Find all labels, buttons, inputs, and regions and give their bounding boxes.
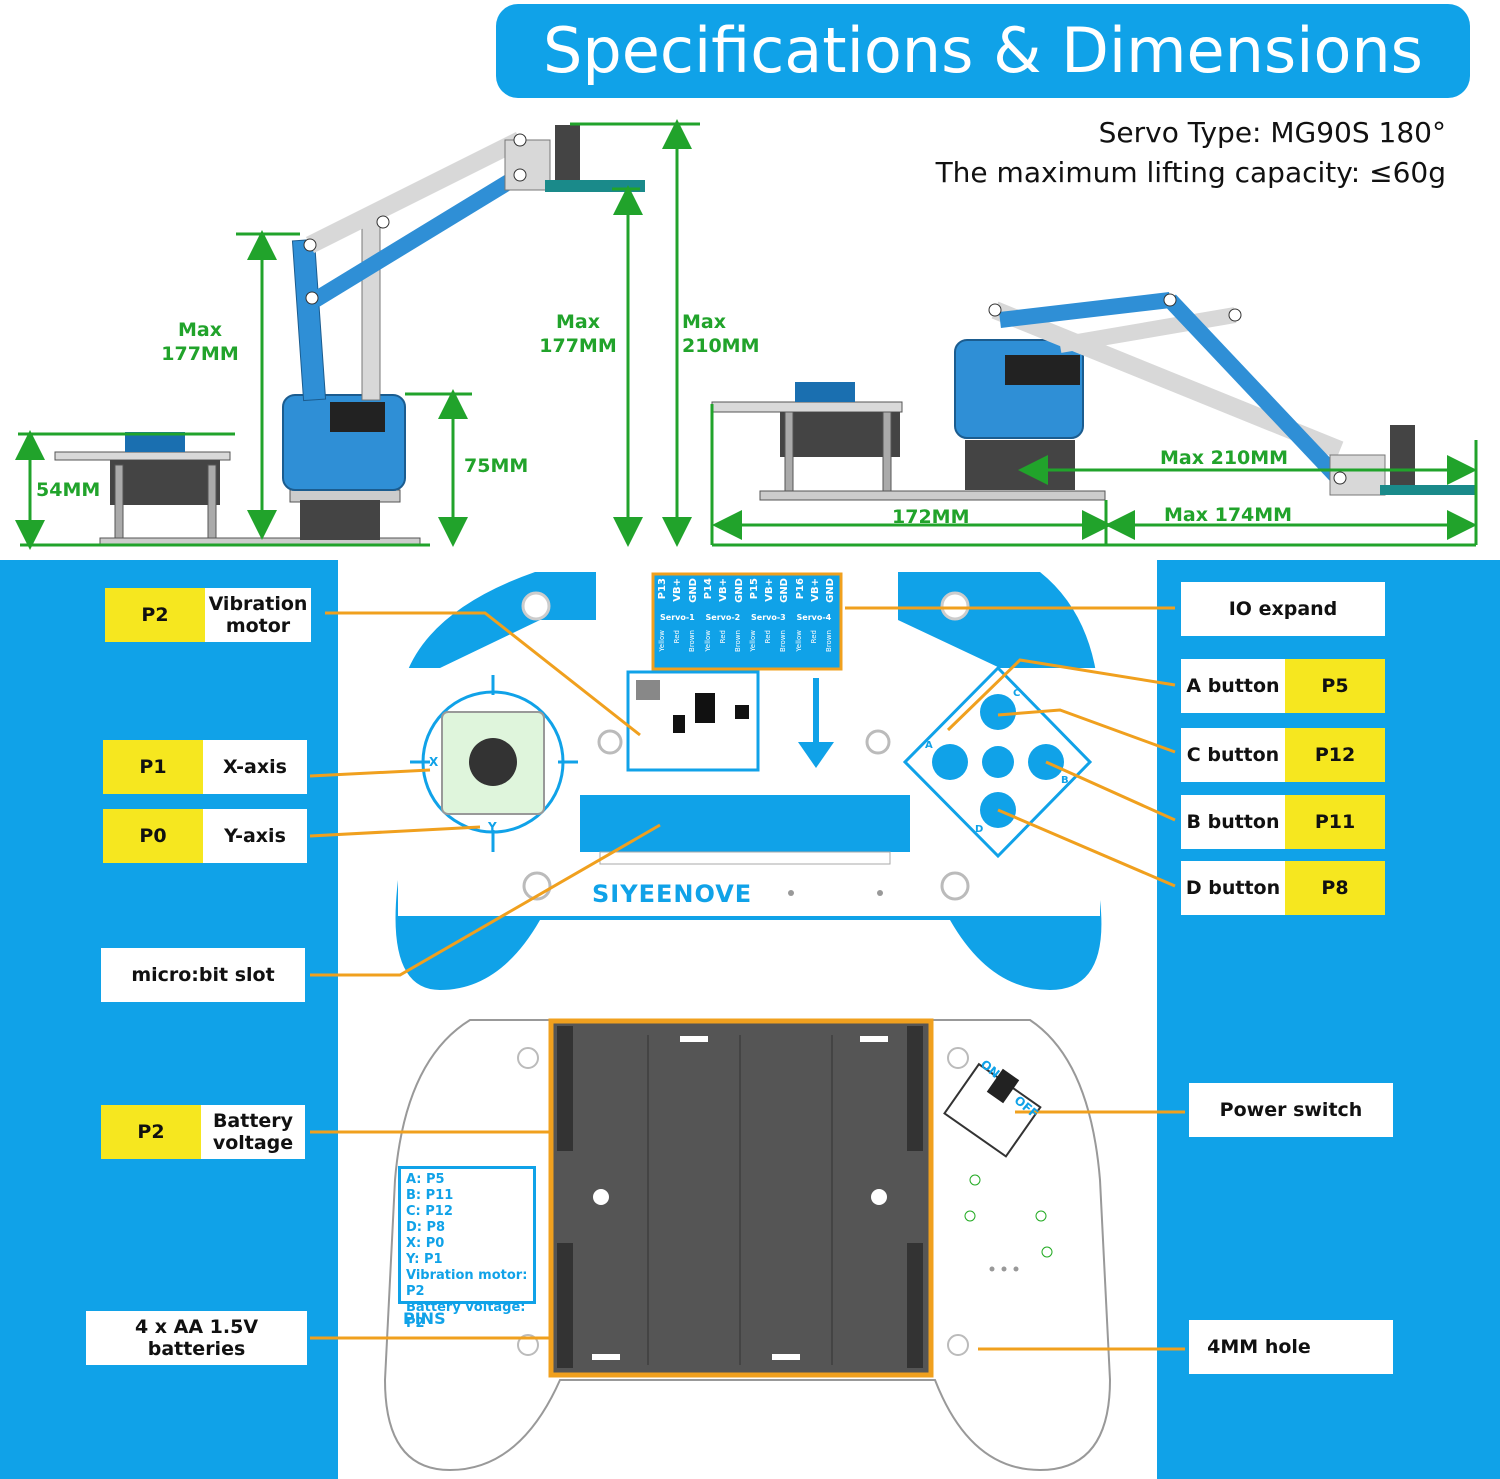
pins-list-item: A: P5 [406, 1172, 445, 1187]
header-pin-label: P16 [794, 578, 806, 600]
pins-list-item: B: P11 [406, 1188, 454, 1203]
label-pin: P8 [1285, 861, 1385, 915]
lifting-capacity-text: The maximum lifting capacity: ≤60g [935, 156, 1446, 189]
brand-label: SIYEENOVE [592, 880, 753, 908]
label-io-expand: IO expand [1181, 582, 1385, 636]
pins-list-item: Battery voltage: P2 [406, 1300, 526, 1331]
label-text: D button [1185, 877, 1281, 899]
label-text: C button [1186, 744, 1280, 766]
label-text: X-axis [223, 756, 287, 778]
servo-wire-label: Brown [779, 630, 787, 652]
label-y-axis: P0 Y-axis [103, 809, 307, 863]
label-c-button: C button P12 [1181, 728, 1385, 782]
label-pin: P2 [101, 1105, 201, 1159]
button-letter-label: D [975, 824, 984, 835]
servo-wire-label: Red [673, 630, 681, 644]
servo-label: Servo-3 [751, 613, 786, 622]
servo-wire-label: Red [809, 630, 818, 644]
header-pin-label: GND [825, 578, 837, 603]
axis-letter-label: X [429, 755, 439, 769]
servo-wire-label: Brown [733, 630, 742, 652]
header-pin-label: P14 [702, 578, 714, 600]
label-pin: P0 [103, 809, 203, 863]
pins-list-item: C: P12 [406, 1204, 453, 1219]
servo-wire-label: Red [718, 630, 727, 644]
header-pin-label: VB+ [810, 578, 821, 602]
servo-wire-label: Yellow [703, 630, 712, 652]
servo-wire-label: Brown [688, 630, 696, 652]
header-pin-label: P15 [748, 578, 760, 600]
dim-left-max-210: Max 210MM [682, 311, 760, 357]
label-text: IO expand [1228, 598, 1338, 620]
label-text: 4MM hole [1207, 1336, 1311, 1358]
label-d-button: D button P8 [1181, 861, 1385, 915]
pins-list-item: X: P0 [406, 1236, 445, 1251]
header-pin-label: P13 [657, 578, 668, 600]
servo-wire-label: Red [764, 630, 772, 644]
label-pin: P12 [1285, 728, 1385, 782]
servo-wire-label: Brown [824, 630, 833, 652]
servo-label: Servo-1 [660, 613, 695, 622]
button-letter-label: C [1013, 688, 1021, 699]
label-a-button: A button P5 [1181, 659, 1385, 713]
label-x-axis: P1 X-axis [103, 740, 307, 794]
servo-type-text: Servo Type: MG90S 180° [1098, 116, 1446, 149]
axis-letter-label: Y [488, 820, 497, 834]
pins-list-title: PINS [403, 1309, 446, 1328]
label-microbit-slot: micro:bit slot [101, 948, 305, 1002]
pins-list-box: A: P5 B: P11 C: P12 D: P8 X: P0 Y: P1 Vi… [398, 1166, 536, 1331]
pins-list-item: D: P8 [406, 1220, 446, 1235]
dim-left-54mm: 54MM [36, 479, 101, 501]
header-pin-label: GND [779, 578, 791, 603]
label-text: 4 x AA 1.5V batteries [134, 1316, 259, 1360]
label-pin: P5 [1285, 659, 1385, 713]
label-text: Vibration motor [208, 593, 308, 637]
label-text: Battery voltage [212, 1110, 294, 1154]
servo-wire-label: Yellow [794, 630, 803, 652]
label-battery-voltage: P2 Battery voltage [101, 1105, 305, 1159]
button-letter-label: A [925, 740, 933, 751]
label-text: micro:bit slot [131, 964, 275, 986]
label-text: B button [1186, 811, 1280, 833]
servo-label: Servo-4 [796, 613, 832, 622]
header-pin-label: VB+ [718, 578, 730, 602]
pins-list-item: Y: P1 [406, 1252, 443, 1267]
label-b-button: B button P11 [1181, 795, 1385, 849]
dim-right-max-174: Max 174MM [1164, 504, 1293, 526]
servo-label: Servo-2 [705, 613, 741, 622]
header-pin-label: VB+ [764, 578, 776, 602]
pins-list-item: Vibration motor: P2 [406, 1268, 528, 1299]
header-pin-label: GND [687, 578, 699, 603]
label-text: A button [1186, 675, 1280, 697]
label-text: Power switch [1219, 1099, 1363, 1121]
label-4mm-hole: 4MM hole [1189, 1320, 1393, 1374]
label-vibration-motor: P2 Vibration motor [105, 588, 311, 642]
dim-left-75mm: 75MM [464, 455, 529, 477]
dim-left-max-177-b: Max 177MM [539, 311, 617, 357]
header-pin-label: VB+ [672, 578, 684, 602]
dim-left-max-177-a: Max 177MM [161, 319, 239, 365]
label-batteries: 4 x AA 1.5V batteries [86, 1311, 307, 1365]
dim-right-max-210: Max 210MM [1160, 447, 1289, 469]
dim-right-172mm: 172MM [892, 506, 970, 528]
label-pin: P11 [1285, 795, 1385, 849]
arm-dimension-drawings [15, 119, 1478, 550]
label-pin: P1 [103, 740, 203, 794]
label-power-switch: Power switch [1189, 1083, 1393, 1137]
button-letter-label: B [1061, 775, 1069, 786]
label-text: Y-axis [224, 825, 286, 847]
header-pin-label: GND [733, 578, 745, 603]
page-title: Specifications & Dimensions [496, 4, 1470, 98]
servo-wire-label: Yellow [749, 630, 757, 652]
servo-wire-label: Yellow [658, 630, 666, 652]
label-pin: P2 [105, 588, 205, 642]
